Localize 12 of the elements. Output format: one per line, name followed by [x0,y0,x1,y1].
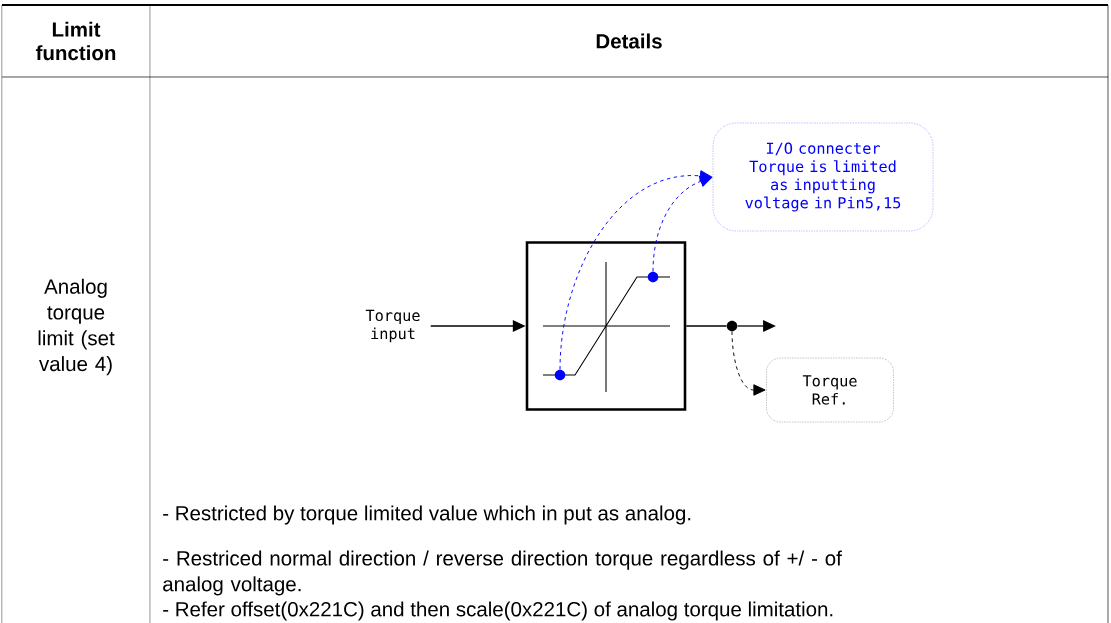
arrow [731,331,766,396]
bullet-text: - Refer offset(0x221C) and then scale(0x221C) of analog torque limitation. [163,601,833,621]
output-box: Torque Ref. [766,357,894,423]
bullet-text: - Restricted by torque limited value which in put as analog. [163,505,691,525]
limiter-box [525,241,687,411]
header-text: Limit function [35,21,116,61]
arrow [652,175,713,272]
callout-bubble: I/O connecter Torque is limited as inputting voltage in Pin5,15 [712,122,934,232]
cell-text: Analog torque limit (set value 4) [38,278,115,376]
input-text: Torque input [365,309,420,343]
header-text: Details [596,33,662,49]
bullet-text: - Restriced normal direction / reverse direction torque regardless of +/ - of analog voltage. [163,550,842,596]
